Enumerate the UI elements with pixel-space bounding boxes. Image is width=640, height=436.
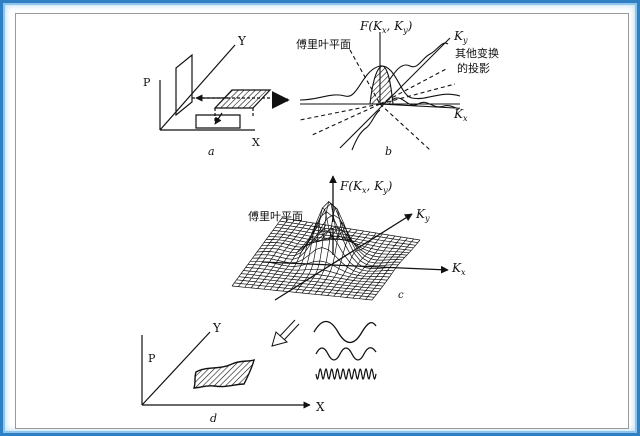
mesh-line — [339, 234, 389, 298]
mesh-line — [236, 279, 377, 295]
panel-c-caption: c — [398, 290, 404, 301]
panel-a-base-rectangle — [195, 114, 241, 129]
panel-c-ky-label: Ky — [415, 207, 430, 223]
panel-b-ky-label: Ky — [453, 29, 468, 45]
panel-b-bell-curve — [299, 65, 461, 101]
panel-c-mesh-surface — [231, 200, 421, 301]
mesh-line — [234, 282, 375, 298]
panel-c — [231, 175, 449, 301]
panel-a-vertical-plane — [175, 53, 193, 117]
panel-a-hatched-region — [213, 89, 272, 109]
mesh-line — [241, 273, 381, 290]
panel-a — [159, 44, 272, 131]
panel-d-y-axis — [141, 331, 211, 406]
panel-c-ky-axis — [274, 213, 413, 301]
mesh-line — [359, 237, 408, 299]
panel-a-axis-x-label: X — [252, 136, 260, 149]
mesh-line — [272, 230, 412, 251]
mesh-line — [238, 218, 289, 287]
mesh-line — [238, 276, 379, 293]
panel-d-projection-arrow — [271, 319, 300, 347]
panel-a-axis-p-label: P — [143, 76, 151, 89]
mesh-line — [346, 235, 396, 298]
mesh-line — [352, 236, 402, 299]
mesh-line — [254, 228, 394, 272]
mesh-line — [371, 239, 421, 301]
mesh-line — [314, 222, 364, 295]
panel-c-kx-label: Kx — [451, 261, 466, 277]
panel-b-f-title: F(Kx, Ky) — [359, 19, 413, 35]
panel-d-caption: d — [210, 412, 217, 425]
panel-b-kx-label: Kx — [453, 107, 468, 123]
mesh-line — [231, 285, 373, 301]
mesh-line — [252, 247, 392, 275]
mesh-line — [256, 211, 397, 269]
panel-d — [141, 319, 377, 409]
panel-b-other-transform-label-2: 的投影 — [457, 61, 490, 75]
figure-canvas — [15, 13, 629, 429]
panel-d-wave-mid — [315, 347, 377, 361]
panel-d-wave-low — [313, 320, 377, 344]
panel-c-kx-axis — [261, 261, 449, 274]
mesh-line — [247, 264, 388, 281]
panel-b — [299, 32, 461, 151]
panel-a-y-axis — [159, 44, 236, 131]
panel-a-caption: a — [208, 145, 215, 158]
mesh-line — [333, 233, 383, 297]
panel-d-axis-y-label: Y — [212, 321, 222, 335]
mesh-line — [327, 232, 377, 296]
panel-d-axis-x-label: X — [316, 400, 325, 414]
panel-d-axis-p-label: P — [148, 352, 156, 365]
panel-b-caption: b — [385, 145, 392, 158]
panel-b-ky-axis — [339, 37, 451, 149]
mesh-line — [243, 270, 383, 287]
panel-b-other-transform-label-1: 其他变换 — [455, 46, 499, 60]
panel-a-axis-y-label: Y — [237, 34, 247, 48]
panel-d-wave-high — [315, 367, 377, 381]
panel-b-oscillation-2 — [391, 97, 461, 109]
panel-b-peak-hatched — [369, 65, 394, 105]
mesh-line — [320, 231, 371, 296]
panel-c-fourier-plane-label: 傅里叶平面 — [248, 209, 303, 223]
panel-a-down-arrow — [214, 112, 223, 125]
panel-b-oscillation-1 — [387, 42, 449, 83]
panel-c-f-title: F(Kx, Ky) — [339, 179, 393, 195]
panel-b-fourier-plane-label: 傅里叶平面 — [296, 37, 351, 51]
mesh-line — [250, 260, 390, 278]
panel-b-oscillation-3 — [351, 109, 381, 151]
mesh-line — [245, 267, 386, 284]
mesh-line — [365, 238, 414, 300]
panel-d-hatched-patch — [193, 358, 255, 389]
